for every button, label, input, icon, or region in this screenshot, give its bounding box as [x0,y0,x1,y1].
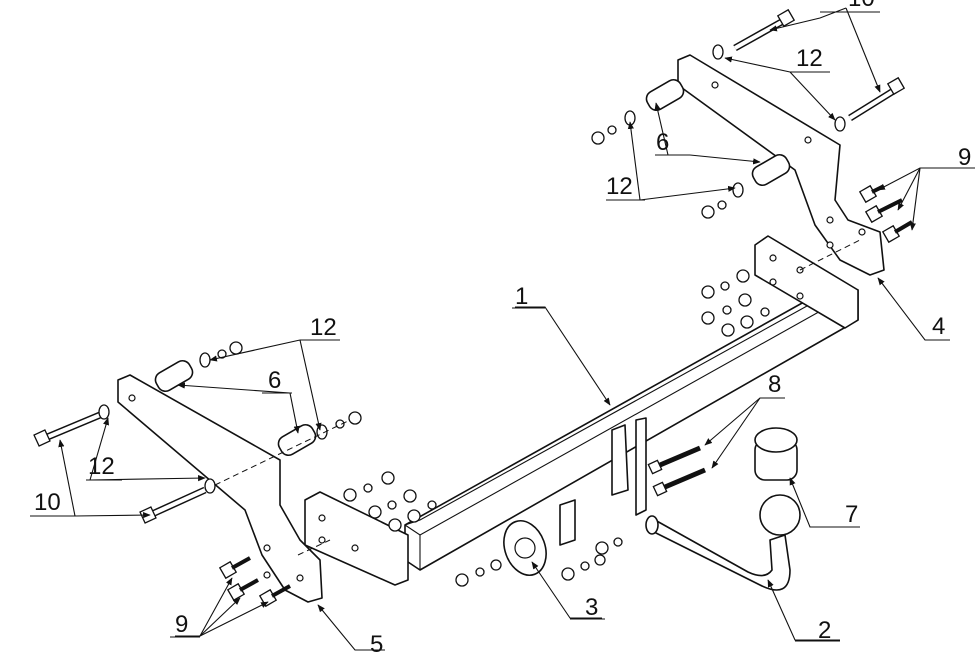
ball-cap [754,427,798,481]
washers [98,44,846,494]
callout-12-top-lower: 12 [606,173,633,200]
beam-left-end-plate [304,491,409,586]
bolt-left-1 [33,411,102,447]
bolt-top-1 [733,8,796,52]
callout-6-top: 6 [656,129,669,156]
callout-10-top: 10 [848,0,875,12]
short-bolts [218,184,914,608]
spacer-tube-top-1 [645,78,685,112]
callout-8: 8 [768,371,781,398]
beam-right-end-plate [754,235,859,329]
callout-12-top-upper: 12 [796,45,823,72]
callout-2: 2 [818,617,831,644]
callout-4: 4 [932,313,945,340]
callout-1: 1 [515,283,528,310]
callout-3: 3 [585,594,598,621]
socket-plate [503,417,647,576]
spacer-tubes [154,78,791,457]
callout-7: 7 [845,501,858,528]
tow-ball-neck [645,494,801,591]
assembly-guide-lines [214,239,861,556]
callout-9-left: 9 [175,611,188,638]
callout-labels: 1 2 3 4 5 6 6 7 8 9 9 10 10 12 12 12 12 [30,0,975,654]
nut-clusters [217,125,770,587]
long-bolts [33,8,906,524]
callout-9-right: 9 [958,144,971,171]
bolt-left-2 [139,486,207,524]
callout-12-left-lower: 12 [88,453,115,480]
spacer-tube-top-2 [751,153,791,187]
callout-5: 5 [370,631,383,654]
bolt-top-2 [848,76,906,121]
callout-6-left: 6 [268,367,281,394]
right-side-bracket [677,54,885,276]
spacer-tube-left-2 [277,423,317,457]
left-side-bracket [117,374,323,603]
spacer-tube-left-1 [154,359,194,393]
ball-mount-bolts [647,445,706,497]
callout-12-left-upper: 12 [310,314,337,341]
callout-10-left: 10 [34,489,61,516]
